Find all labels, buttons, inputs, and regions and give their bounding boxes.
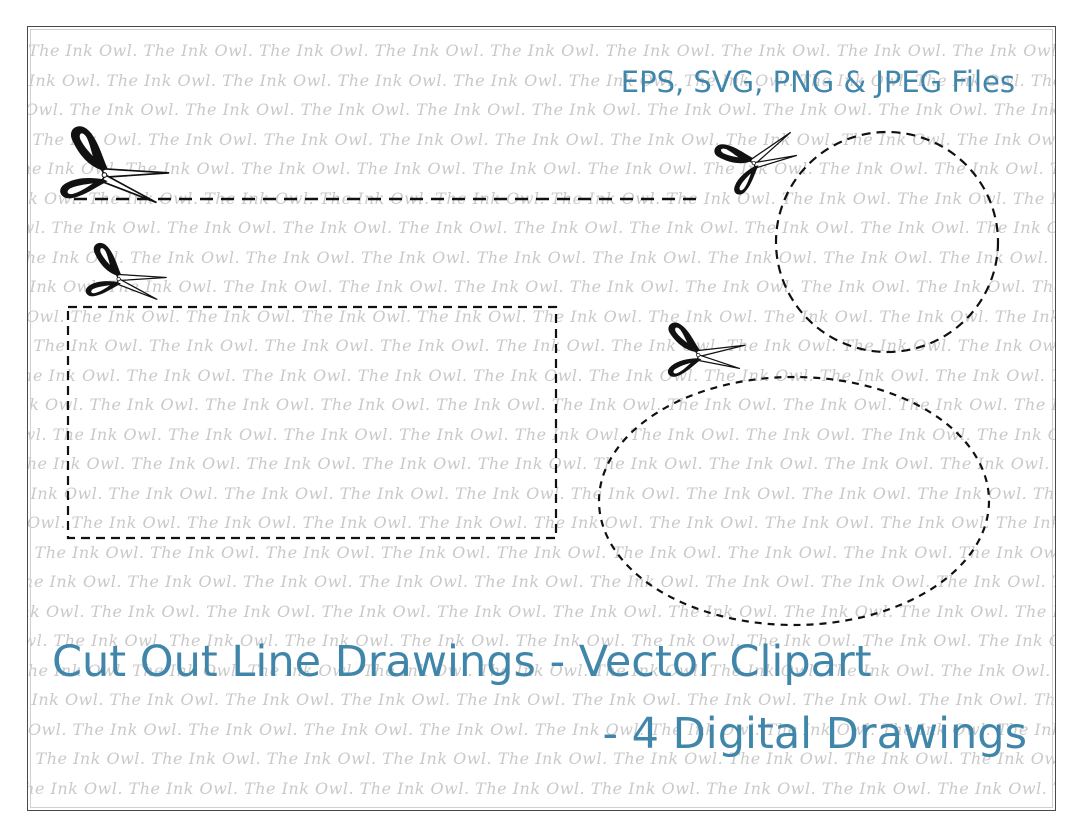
scissors-icon [658,310,750,382]
watermark-row: The Ink Owl. The Ink Owl. The Ink Owl. T… [28,159,1055,178]
watermark-row: The Ink Owl. The Ink Owl. The Ink Owl. T… [28,129,1056,149]
watermark-row: The Ink Owl. The Ink Owl. The Ink Owl. T… [28,70,1055,90]
watermark-pattern: The Ink Owl. The Ink Owl. The Ink Owl. T… [28,27,1055,810]
scissors-icon [705,104,805,200]
title-line-1: Cut Out Line Drawings - Vector Clipart [52,637,872,687]
watermark-row: The Ink Owl. The Ink Owl. The Ink Owl. T… [28,336,1056,355]
clipart-frame: The Ink Owl. The Ink Owl. The Ink Owl. T… [27,26,1056,811]
watermark-row: The Ink Owl. The Ink Owl. The Ink Owl. T… [28,424,1055,444]
dashed-cut-oval [597,375,991,627]
watermark-row: The Ink Owl. The Ink Owl. The Ink Owl. T… [28,601,1055,621]
watermark-row: The Ink Owl. The Ink Owl. The Ink Owl. T… [27,247,1055,267]
watermark-row: The Ink Owl. The Ink Owl. The Ink Owl. T… [27,513,1055,532]
watermark-row: The Ink Owl. The Ink Owl. The Ink Owl. T… [28,483,1055,503]
watermark-row: The Ink Owl. The Ink Owl. The Ink Owl. T… [28,749,1056,768]
cut-out-drawings [59,104,1000,627]
watermark-row: The Ink Owl. The Ink Owl. The Ink Owl. T… [27,100,1055,119]
scissors-icon [85,242,167,300]
watermark-row: The Ink Owl. The Ink Owl. The Ink Owl. T… [28,778,1055,798]
watermark-row: The Ink Owl. The Ink Owl. The Ink Owl. T… [28,395,1055,414]
watermark-row: The Ink Owl. The Ink Owl. The Ink Owl. T… [28,542,1056,562]
watermark-row: The Ink Owl. The Ink Owl. The Ink Owl. T… [28,690,1056,709]
watermark-row: The Ink Owl. The Ink Owl. The Ink Owl. T… [28,631,1055,650]
watermark-row: The Ink Owl. The Ink Owl. The Ink Owl. T… [28,218,1055,237]
watermark-row: The Ink Owl. The Ink Owl. The Ink Owl. T… [27,660,1055,680]
title-line-2: - 4 Digital Drawings [602,709,1027,759]
watermark-row: The Ink Owl. The Ink Owl. The Ink Owl. T… [28,365,1055,385]
watermark-row: The Ink Owl. The Ink Owl. The Ink Owl. T… [27,719,1055,739]
dashed-cut-circle [774,130,1000,354]
watermark-row: The Ink Owl. The Ink Owl. The Ink Owl. T… [28,41,1055,60]
watermark-row: The Ink Owl. The Ink Owl. The Ink Owl. T… [27,306,1055,326]
watermark-row: The Ink Owl. The Ink Owl. The Ink Owl. T… [27,454,1055,473]
watermark-row: The Ink Owl. The Ink Owl. The Ink Owl. T… [28,572,1055,591]
file-formats-label: EPS, SVG, PNG & JPEG Files [620,65,1015,99]
dashed-cut-rectangle [66,305,558,540]
scissors-icon [59,125,170,204]
watermark-row: The Ink Owl. The Ink Owl. The Ink Owl. T… [28,277,1055,296]
